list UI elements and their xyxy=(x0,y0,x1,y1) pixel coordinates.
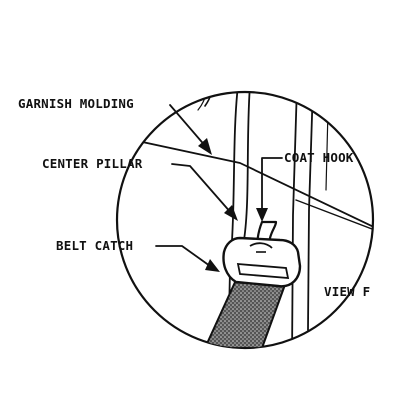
belt-catch-arrowhead-icon xyxy=(205,259,220,272)
door-edge-line-1 xyxy=(291,92,298,348)
view-label: VIEW F xyxy=(324,284,370,299)
center-pillar-label: CENTER PILLAR xyxy=(42,156,143,171)
belt-catch-label: BELT CATCH xyxy=(56,238,133,253)
garnish-molding-label: GARNISH MOLDING xyxy=(18,96,134,111)
garnish-molding-arrowhead-icon xyxy=(198,138,212,155)
coat-hook-leader xyxy=(256,157,283,222)
trim-curve xyxy=(204,92,214,107)
garnish-molding-edge xyxy=(117,134,373,231)
center-pillar-right-edge xyxy=(243,92,251,241)
circle-interior xyxy=(117,92,373,348)
door-edge-line-3 xyxy=(325,109,329,191)
belt-catch-shape xyxy=(222,236,302,288)
door-edge-line-2 xyxy=(307,92,314,331)
garnish-molding-leader xyxy=(169,104,212,155)
belt-strap xyxy=(203,278,288,348)
coat-hook-label: COAT HOOK xyxy=(284,150,354,165)
center-pillar-leader xyxy=(171,163,238,221)
belt-catch-leader xyxy=(155,245,220,272)
center-pillar-arrowhead-icon xyxy=(224,205,238,221)
coat-hook-arrowhead-icon xyxy=(256,208,268,222)
